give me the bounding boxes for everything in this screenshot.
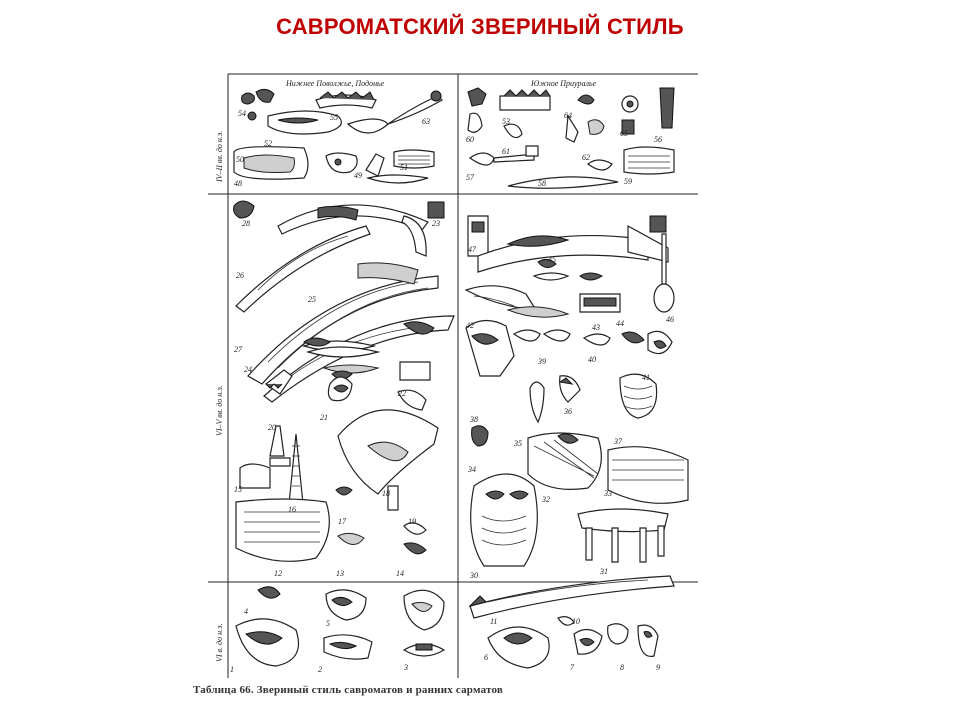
period-label-middle: VI–V вв. до н.э. (215, 385, 224, 436)
fig-number: 61 (502, 147, 510, 156)
fig-number: 39 (537, 357, 546, 366)
fig-number: 48 (234, 179, 242, 188)
fig-number: 51 (400, 163, 408, 172)
fig-number: 24 (244, 365, 252, 374)
fig-number: 25 (308, 295, 316, 304)
fig-number: 49 (354, 171, 362, 180)
artifact-group-upper-right (467, 87, 675, 189)
fig-number: 5 (326, 619, 330, 628)
fig-number: 55 (330, 113, 338, 122)
fig-number: 58 (538, 179, 546, 188)
fig-number: 22 (398, 389, 406, 398)
fig-number: 46 (666, 315, 674, 324)
fig-number: 16 (288, 505, 296, 514)
fig-number: 9 (656, 663, 660, 672)
fig-number: 65 (620, 129, 628, 138)
fig-number: 64 (564, 111, 572, 120)
fig-number: 12 (274, 569, 282, 578)
artifact-group-upper-left (233, 88, 443, 184)
fig-number: 15 (234, 485, 242, 494)
fig-number: 7 (570, 663, 575, 672)
artifact-group-middle-left (233, 200, 455, 403)
fig-number: 14 (396, 569, 404, 578)
fig-number: 56 (654, 135, 662, 144)
fig-number: 63 (422, 117, 430, 126)
slide-title: САВРОМАТСКИЙ ЗВЕРИНЫЙ СТИЛЬ (276, 14, 684, 39)
fig-number: 13 (336, 569, 344, 578)
fig-number: 60 (466, 135, 474, 144)
fig-number: 17 (338, 517, 347, 526)
fig-number: 20 (268, 423, 276, 432)
fig-number: 54 (238, 109, 246, 118)
fig-number: 62 (582, 153, 590, 162)
period-label-upper: IV–II вв. до н.э. (215, 131, 224, 183)
fig-number: 1 (230, 665, 234, 674)
fig-number: 6 (484, 653, 488, 662)
fig-number: 8 (620, 663, 624, 672)
fig-number: 10 (572, 617, 580, 626)
fig-number: 23 (432, 219, 440, 228)
artifact-group-middle-right (464, 215, 689, 567)
fig-number: 45 (548, 255, 556, 264)
artifact-group-middle-left-lower (235, 369, 439, 562)
fig-number: 3 (403, 663, 408, 672)
fig-number: 4 (244, 607, 248, 616)
fig-number: 35 (513, 439, 522, 448)
fig-number: 33 (603, 489, 612, 498)
fig-number: 36 (563, 407, 572, 416)
fig-number: 59 (624, 177, 632, 186)
artifact-group-lower-right (468, 575, 675, 669)
fig-number: 34 (467, 465, 476, 474)
fig-number: 28 (242, 219, 250, 228)
artifact-group-lower-left (235, 586, 446, 667)
fig-number: 42 (466, 321, 474, 330)
fig-number: 47 (468, 245, 477, 254)
illustration-plate: Нижнее Поволжье, Подонье Южное Приуралье… (208, 73, 698, 678)
header-lower-volga: Нижнее Поволжье, Подонье (285, 79, 385, 88)
fig-number: 38 (469, 415, 478, 424)
fig-number: 50 (236, 155, 244, 164)
figure-numbers: 54 55 63 52 50 49 51 48 60 61 62 57 58 5… (230, 109, 674, 674)
fig-number: 32 (541, 495, 550, 504)
fig-number: 30 (469, 571, 478, 580)
fig-number: 27 (234, 345, 243, 354)
fig-number: 57 (466, 173, 475, 182)
fig-number: 18 (382, 489, 390, 498)
fig-number: 2 (318, 665, 322, 674)
fig-number: 19 (408, 517, 416, 526)
fig-number: 31 (599, 567, 608, 576)
plate-caption: Таблица 66. Звериный стиль савроматов и … (193, 684, 504, 696)
fig-number: 41 (642, 373, 650, 382)
fig-number: 37 (613, 437, 623, 446)
header-southern-urals: Южное Приуралье (530, 79, 597, 88)
fig-number: 26 (236, 271, 244, 280)
fig-number: 40 (588, 355, 596, 364)
fig-number: 21 (320, 413, 328, 422)
fig-number: 44 (616, 319, 624, 328)
fig-number: 52 (264, 139, 272, 148)
period-label-lower: VI в. до н.э. (215, 623, 224, 662)
fig-number: 53 (502, 117, 510, 126)
fig-number: 43 (592, 323, 600, 332)
fig-number: 11 (490, 617, 497, 626)
